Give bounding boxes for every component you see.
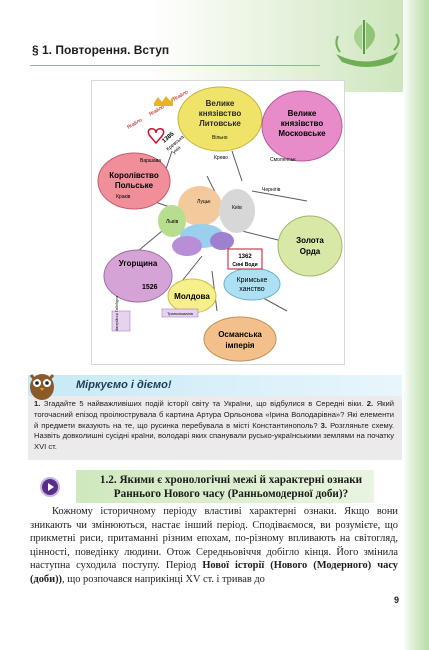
body-paragraph: Кожному історичному періоду властиві хар… — [30, 505, 398, 587]
year-1526-label: 1526 — [142, 284, 158, 291]
region-golden-horde-label: Золота — [296, 236, 324, 245]
jagiello-label-3: Ягайло — [126, 116, 144, 130]
region-bratslav — [210, 232, 234, 250]
region-crimea-label: Кримське — [237, 277, 268, 284]
think-header: Міркуємо і діємо! — [28, 374, 402, 400]
union-name-2: унія — [171, 145, 182, 156]
region-moldova-label: Молдова — [174, 292, 210, 301]
region-hungary — [103, 249, 173, 303]
region-moscow — [261, 90, 343, 162]
region-ottoman-label-2: імперія — [225, 341, 255, 350]
section-title-line-2: Раннього Нового часу (Ранньомодерної доб… — [113, 488, 349, 500]
transylvania-tag — [161, 308, 199, 318]
region-poland-label-2: Польське — [115, 181, 154, 190]
region-moscow-label-2: князівство — [281, 119, 324, 128]
battle-1362-badge — [227, 248, 263, 270]
city-vilnius: Вільно — [212, 135, 228, 141]
question-2: Який тогочасний епізод проілюструвала б … — [34, 399, 394, 430]
body-text-part-2: , що розпочався наприкінці XV ст. і трив… — [62, 573, 265, 585]
page-number: 9 — [394, 595, 400, 605]
play-icon[interactable] — [40, 477, 60, 497]
historical-diagram: Велике князівство Литовське Велике князі… — [91, 80, 345, 365]
habsburg-label: Австрійські Габсбурги — [115, 296, 119, 331]
region-poland — [97, 152, 171, 210]
body-text-part-1: Кожному історичному періоду властиві хар… — [30, 506, 398, 572]
habsburg-tag — [111, 310, 131, 332]
body-text-bold: Нової історії (Нового (Модерного) часу (… — [30, 560, 398, 585]
city-smolensk: Смоленськ — [270, 157, 296, 163]
region-golden-horde-label-2: Орда — [300, 247, 321, 256]
heart-icon — [147, 128, 165, 145]
city-krakow: Краків — [116, 194, 131, 200]
page-header-title: § 1. Повторення. Вступ — [32, 43, 170, 57]
think-questions: 1. Згадайте 5 найважливіших подій історі… — [34, 399, 394, 453]
city-lviv: Львів — [166, 219, 179, 225]
city-chernihiv: Чернігів — [262, 187, 281, 193]
battle-1362-name: Сині Води — [232, 262, 257, 268]
section-title: 1.2. Якими є хронологічні межі й характе… — [86, 473, 376, 501]
header-divider — [30, 65, 320, 66]
header-decoration — [150, 0, 429, 92]
think-title: Міркуємо і діємо! — [76, 379, 172, 391]
battle-1362-year: 1362 — [238, 254, 252, 260]
region-crimea — [223, 267, 281, 301]
region-kyiv — [219, 189, 255, 233]
region-poland-label: Королівство — [109, 171, 159, 180]
question-1: Згадайте 5 найважливіших подій історії с… — [40, 399, 367, 408]
region-volhynia — [158, 205, 186, 237]
transylvania-label: Трансільванія — [167, 311, 193, 316]
question-number-2: 2. — [366, 399, 374, 408]
region-lithuania-label: Велике — [206, 99, 235, 108]
region-moscow-label: Велике — [288, 109, 317, 118]
section-title-line-1: 1.2. Якими є хронологічні межі й характе… — [99, 474, 363, 486]
region-hungary-label: Угорщина — [119, 259, 158, 268]
side-decoration — [403, 0, 429, 650]
region-crimea-label-2: ханство — [239, 286, 265, 293]
question-number-1: 1. — [34, 399, 41, 408]
question-3: Розгляньте схему. Назвіть довколишні сус… — [34, 420, 394, 452]
region-golden-horde — [277, 215, 343, 277]
region-moscow-label-3: Московське — [278, 129, 326, 138]
region-galicia — [172, 236, 202, 256]
region-central-lands — [178, 186, 222, 226]
city-kyiv: Київ — [232, 205, 242, 211]
city-krevo: Кревo — [214, 155, 228, 161]
question-number-3: 3. — [320, 420, 327, 430]
region-ottoman-label: Османська — [218, 330, 262, 339]
region-lithuania-label-2: князівство — [199, 109, 242, 118]
region-ottoman — [203, 316, 277, 362]
region-lithuania — [177, 86, 263, 152]
city-lutsk: Луцьк — [197, 199, 211, 205]
city-warsaw: Варшава — [140, 158, 161, 164]
owl-icon — [29, 374, 55, 400]
think-and-act-box: Міркуємо і діємо! 1. Згадайте 5 найважли… — [28, 374, 402, 460]
crown-icon — [154, 96, 173, 106]
section-heading-box — [76, 470, 374, 503]
region-lithuania-label-3: Литовське — [199, 119, 241, 128]
ship-logo-icon — [335, 20, 400, 67]
